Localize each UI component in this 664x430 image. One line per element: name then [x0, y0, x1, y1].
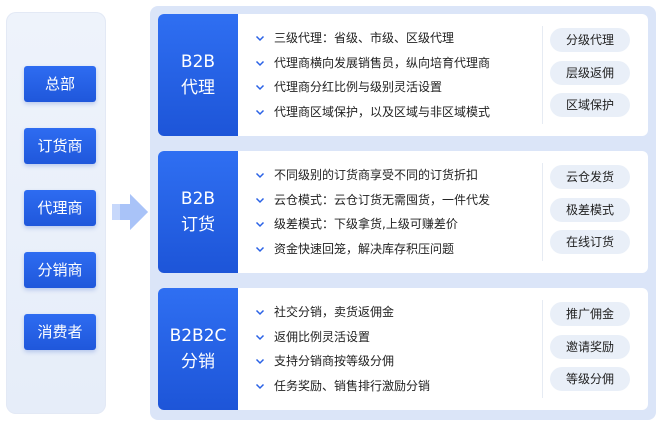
feature-text: 代理商横向发展销售员，纵向培育代理商 [274, 55, 491, 70]
chevron-down-icon [255, 173, 265, 179]
divider [542, 163, 543, 261]
list-item: 代理商横向发展销售员，纵向培育代理商 [254, 51, 544, 76]
arrow-right-icon [112, 194, 148, 230]
feature-list: 社交分销，卖货返佣金 返佣比例灵活设置 支持分销商按等级分佣 任务奖励、销售排行… [254, 300, 544, 398]
card-title-line2: 订货 [181, 215, 215, 235]
chevron-down-icon [255, 310, 265, 316]
feature-list: 不同级别的订货商享受不同的订货折扣 云仓模式：云仓订货无需囤货，一件代发 级差模… [254, 163, 544, 261]
tag-group: 分级代理 层级返佣 区域保护 [550, 28, 632, 126]
list-item: 三级代理：省级、市级、区级代理 [254, 26, 544, 51]
card-title-line1: B2B [180, 189, 216, 209]
card-b2b-ordering: B2B 订货 不同级别的订货商享受不同的订货折扣 云仓模式：云仓订货无需囤货，一… [158, 151, 648, 273]
feature-text: 云仓模式：云仓订货无需囤货，一件代发 [274, 192, 491, 207]
tag-group: 推广佣金 邀请奖励 等级分佣 [550, 302, 632, 400]
list-item: 资金快速回笼，解决库存积压问题 [254, 237, 544, 262]
chevron-down-icon [255, 36, 265, 42]
chevron-down-icon [255, 359, 265, 365]
feature-text: 任务奖励、销售排行激励分销 [274, 378, 431, 393]
divider [542, 300, 543, 398]
card-b2b-agent: B2B 代理 三级代理：省级、市级、区级代理 代理商横向发展销售员，纵向培育代理… [158, 14, 648, 136]
card-title-line2: 代理 [181, 78, 215, 98]
card-title: B2B 订货 [158, 151, 238, 273]
chevron-down-icon [255, 334, 265, 340]
role-consumer[interactable]: 消费者 [24, 314, 96, 350]
card-title-line2: 分销 [181, 352, 215, 372]
card-b2b2c-distribution: B2B2C 分销 社交分销，卖货返佣金 返佣比例灵活设置 支持分销商按等级分佣 … [158, 288, 648, 410]
list-item: 返佣比例灵活设置 [254, 325, 544, 350]
role-agent[interactable]: 代理商 [24, 190, 96, 226]
feature-text: 支持分销商按等级分佣 [274, 354, 395, 368]
list-item: 不同级别的订货商享受不同的订货折扣 [254, 163, 544, 188]
tag-group: 云仓发货 极差模式 在线订货 [550, 165, 632, 263]
list-item: 社交分销，卖货返佣金 [254, 300, 544, 325]
list-item: 代理商区域保护，以及区域与非区域模式 [254, 100, 544, 125]
list-item: 代理商分红比例与级别灵活设置 [254, 75, 544, 100]
feature-text: 级差模式：下级拿货,上级可赚差价 [274, 217, 458, 231]
tag-invite-reward[interactable]: 邀请奖励 [550, 334, 630, 359]
tag-cloud-shipping[interactable]: 云仓发货 [550, 165, 630, 189]
chevron-down-icon [255, 246, 265, 252]
list-item: 支持分销商按等级分佣 [254, 349, 544, 374]
tag-tiered-agent[interactable]: 分级代理 [550, 28, 630, 52]
card-title-line1: B2B2C [169, 326, 227, 346]
role-distributor[interactable]: 分销商 [24, 252, 96, 288]
card-title-line1: B2B [180, 52, 216, 72]
feature-text: 返佣比例灵活设置 [274, 329, 371, 344]
list-item: 云仓模式：云仓订货无需囤货，一件代发 [254, 188, 544, 213]
chevron-down-icon [255, 85, 265, 91]
feature-text: 代理商区域保护，以及区域与非区域模式 [274, 104, 491, 119]
feature-text: 三级代理：省级、市级、区级代理 [274, 31, 455, 45]
feature-text: 资金快速回笼，解决库存积压问题 [274, 241, 455, 256]
list-item: 级差模式：下级拿货,上级可赚差价 [254, 212, 544, 237]
role-panel: 总部 订货商 代理商 分销商 消费者 [6, 12, 106, 414]
feature-text: 社交分销，卖货返佣金 [274, 305, 395, 319]
card-title: B2B 代理 [158, 14, 238, 136]
feature-list: 三级代理：省级、市级、区级代理 代理商横向发展销售员，纵向培育代理商 代理商分红… [254, 26, 544, 124]
tag-region-protection[interactable]: 区域保护 [550, 93, 630, 117]
role-headquarters[interactable]: 总部 [24, 66, 96, 102]
chevron-down-icon [255, 383, 265, 389]
tag-tier-commission[interactable]: 层级返佣 [550, 60, 630, 85]
feature-text: 代理商分红比例与级别灵活设置 [274, 80, 443, 94]
card-title: B2B2C 分销 [158, 288, 238, 410]
feature-text: 不同级别的订货商享受不同的订货折扣 [274, 168, 479, 182]
list-item: 任务奖励、销售排行激励分销 [254, 374, 544, 399]
chevron-down-icon [255, 60, 265, 66]
chevron-down-icon [255, 222, 265, 228]
tag-price-diff-mode[interactable]: 极差模式 [550, 197, 630, 222]
tag-promotion-commission[interactable]: 推广佣金 [550, 302, 630, 326]
tag-level-commission[interactable]: 等级分佣 [550, 367, 630, 391]
chevron-down-icon [255, 197, 265, 203]
chevron-down-icon [255, 109, 265, 115]
divider [542, 26, 543, 124]
tag-online-ordering[interactable]: 在线订货 [550, 230, 630, 254]
role-ordering-dealer[interactable]: 订货商 [24, 128, 96, 164]
